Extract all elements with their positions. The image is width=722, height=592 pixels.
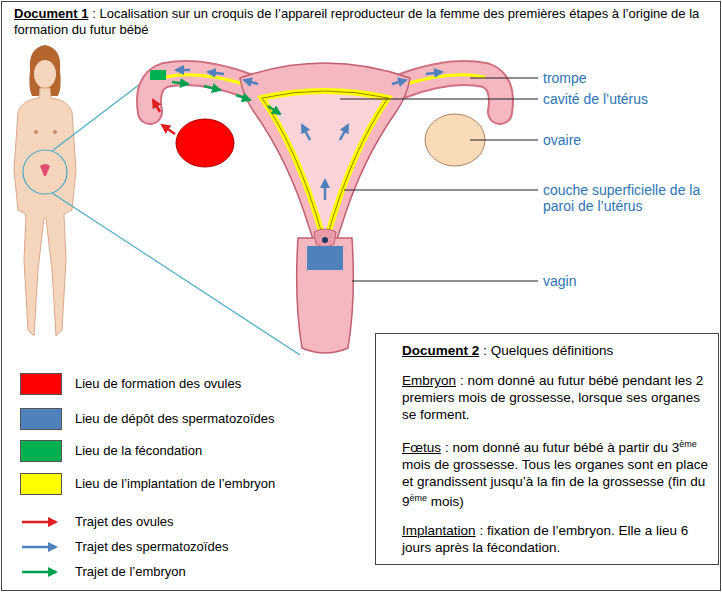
legend-text: Trajet des ovules [75,514,174,530]
legend-text: Lieu de l’implantation de l’embryon [75,476,275,492]
ovule-arrows [153,100,175,134]
document-title: Document 1: Localisation sur un croquis … [14,6,709,38]
definition-term: Document 2 [402,343,479,358]
legend-text: Lieu de dépôt des spermatozoïdes [75,411,274,427]
leader-lines [340,78,538,281]
vagina [297,238,354,353]
fertilisation-site [150,70,166,80]
legend-swatch [20,473,62,495]
legend-swatch [20,373,62,395]
definition: Embryon: nom donné au futur bébé pendant… [402,372,708,423]
embryo-arrows [172,82,280,114]
mini-uterus [40,164,50,176]
woman-figure [14,45,76,336]
definition-term: Fœtus [402,440,441,455]
sperm-deposit [307,246,343,270]
part-label: ovaire [543,132,713,148]
definition: Implantation: fixation de l’embryon. Ell… [402,522,708,556]
definitions-box: Document 2 : Quelques définitionsEmbryon:… [375,333,719,565]
left-ovary [176,119,234,167]
uterus-wall [240,63,410,242]
part-label: couche superficielle de la paroi de l’ut… [543,182,713,214]
legend-text: Lieu de formation des ovules [75,376,241,392]
definition-term: Embryon [402,373,456,388]
legend-text: Lieu de la fécondation [75,443,202,459]
legend-swatch [20,408,62,430]
legend-arrows [22,522,56,572]
doc-heading: Document 1 [14,6,88,21]
legend-swatch [20,440,62,462]
definition: Document 2 : Quelques définitions [402,342,708,359]
uterus-lining [262,91,388,234]
sperm-arrows [176,70,442,200]
part-label: trompe [543,70,713,86]
legend-text: Trajet des spermatozoïdes [75,539,228,555]
definition-term: Implantation [402,523,476,538]
part-label: cavité de l’utérus [543,91,713,107]
part-label: vagin [543,273,713,289]
doc-subtitle: : Localisation sur un croquis de l’appar… [14,6,699,37]
legend-text: Trajet de l’embryon [75,564,186,580]
definition-body: : Quelques définitions [483,343,613,358]
definition: Fœtus: nom donné au futur bébé à partir … [402,435,708,510]
definition-body: : nom donné au futur bébé à partir du 3è… [402,440,708,510]
cervix [314,229,336,247]
